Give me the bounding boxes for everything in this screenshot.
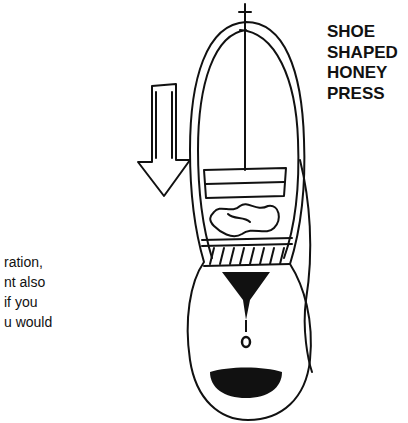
plunger-plate <box>204 168 286 198</box>
body-text-fragment: u would <box>4 312 174 332</box>
honey-pool <box>210 368 282 399</box>
title-label: SHOE SHAPED HONEY PRESS <box>327 22 407 105</box>
shoe-side <box>300 160 312 372</box>
honeycomb <box>210 204 279 236</box>
plunger-rod <box>244 4 246 170</box>
shoe-outline <box>188 22 311 420</box>
body-text-fragment: nt also <box>4 272 174 292</box>
body-text-fragment: if you <box>4 292 174 312</box>
honey-drop <box>242 337 250 347</box>
filter-band <box>202 238 292 266</box>
press-arrow <box>138 84 190 196</box>
shoe-outline-inner <box>198 30 298 258</box>
body-text-fragment: ration, <box>4 252 174 272</box>
honey-drip <box>222 272 270 320</box>
